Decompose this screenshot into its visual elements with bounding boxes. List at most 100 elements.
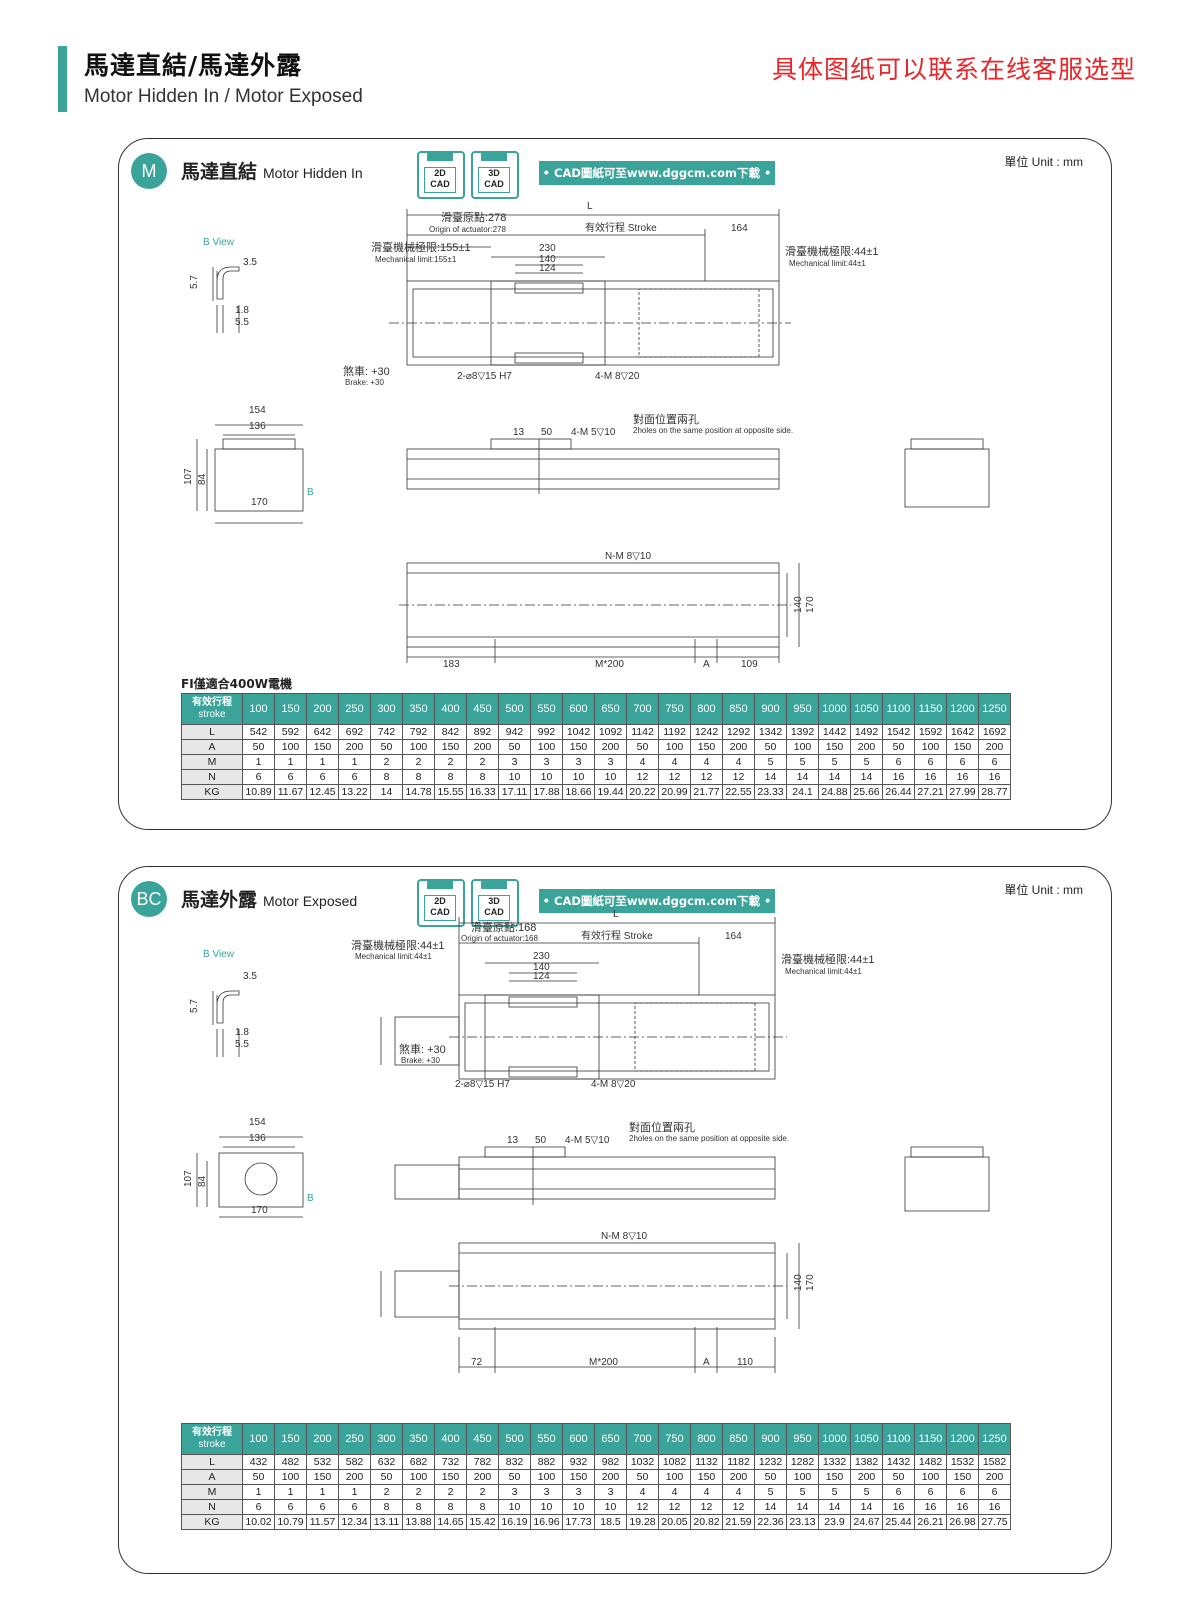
- table-cell: 732: [434, 1454, 467, 1470]
- table-cell: 100: [914, 1469, 947, 1485]
- table-cell: 150: [562, 1469, 595, 1485]
- section-title-en: Motor Exposed: [263, 893, 358, 909]
- table-cell: 16: [882, 1499, 915, 1515]
- svg-text:有效行程 Stroke: 有效行程 Stroke: [585, 221, 657, 234]
- cad-download-link[interactable]: • CAD圖紙可至www.dggcm.com下載 •: [539, 889, 775, 913]
- svg-text:164: 164: [731, 223, 748, 234]
- cad-2d-label: 2D: [434, 168, 446, 178]
- table-header-cell: 250: [338, 693, 371, 725]
- table-cell: 200: [722, 739, 755, 755]
- side-view-body: [458, 1156, 776, 1200]
- table-cell: 832: [498, 1454, 531, 1470]
- svg-text:164: 164: [725, 931, 742, 942]
- table-header-cell: 650: [594, 693, 627, 725]
- table-cell: 1482: [914, 1454, 947, 1470]
- table-header-cell: 800: [690, 693, 723, 725]
- table-cell: 1082: [658, 1454, 691, 1470]
- table-header-cell: 100: [242, 693, 275, 725]
- table-header-cell: 300: [370, 693, 403, 725]
- table-cell: 16: [946, 1499, 979, 1515]
- svg-text:5.7: 5.7: [189, 999, 200, 1013]
- table-cell: 482: [274, 1454, 307, 1470]
- table-cell: 10: [530, 769, 563, 785]
- svg-text:Mechanical limit:44±1: Mechanical limit:44±1: [355, 952, 432, 961]
- table-cell: 1192: [658, 724, 691, 740]
- table-cell: 10.79: [274, 1514, 307, 1530]
- table-cell: 1: [274, 754, 307, 770]
- svg-text:107: 107: [183, 468, 194, 485]
- table-cell: 22.55: [722, 784, 755, 800]
- table-cell: 5: [818, 1484, 851, 1500]
- table-header-cell: 950: [786, 693, 819, 725]
- table-cell: 5: [850, 1484, 883, 1500]
- svg-text:109: 109: [741, 659, 758, 670]
- page-title: 馬達直結/馬達外露: [84, 51, 303, 80]
- svg-text:3.5: 3.5: [243, 257, 257, 268]
- svg-text:L: L: [587, 201, 593, 212]
- table-cell: 50: [498, 739, 531, 755]
- table-cell: 20.99: [658, 784, 691, 800]
- table-cell: 3: [498, 754, 531, 770]
- table-cell: 14: [754, 1499, 787, 1515]
- svg-text:72: 72: [471, 1357, 483, 1368]
- table-cell: 6: [978, 1484, 1011, 1500]
- table-header-cell: 200: [306, 693, 339, 725]
- table-cell: 2: [434, 1484, 467, 1500]
- table-cell: 200: [466, 739, 499, 755]
- svg-text:B: B: [307, 1193, 314, 1204]
- table-header-cell: 700: [626, 693, 659, 725]
- table-cell: 942: [498, 724, 531, 740]
- floppy-icon: [481, 151, 507, 161]
- table-cell: 17.11: [498, 784, 531, 800]
- table-cell: 1: [274, 1484, 307, 1500]
- table-header-cell: 600: [562, 693, 595, 725]
- svg-text:滑臺原點:278: 滑臺原點:278: [441, 210, 506, 224]
- table-cell: 12: [658, 1499, 691, 1515]
- table-cell: 6: [946, 1484, 979, 1500]
- cad-download-link[interactable]: • CAD圖紙可至www.dggcm.com下載 •: [539, 161, 775, 185]
- table-cell: 12: [658, 769, 691, 785]
- table-cell: 1232: [754, 1454, 787, 1470]
- table-cell: 1042: [562, 724, 595, 740]
- table-header-cell: 900: [754, 693, 787, 725]
- table-cell: 100: [274, 739, 307, 755]
- table-cell: 1332: [818, 1454, 851, 1470]
- svg-text:煞車: +30: 煞車: +30: [343, 364, 390, 378]
- contact-notice: 具体图纸可以联系在线客服选型: [771, 55, 1136, 84]
- section-badge: BC: [131, 881, 167, 917]
- svg-text:2-⌀8▽15 H7: 2-⌀8▽15 H7: [457, 371, 512, 382]
- table-cell: 27.99: [946, 784, 979, 800]
- table-cell: 1132: [690, 1454, 723, 1470]
- table-cell: 150: [306, 739, 339, 755]
- row-header-kg: KG: [181, 1514, 243, 1530]
- svg-text:4-M 8▽20: 4-M 8▽20: [591, 1079, 636, 1090]
- table-cell: 5: [786, 754, 819, 770]
- table-cell: 200: [978, 1469, 1011, 1485]
- cad-3d-label: 3D: [488, 168, 500, 178]
- table-header-cell: 1050: [850, 1423, 883, 1455]
- table-cell: 8: [466, 769, 499, 785]
- svg-text:Mechanical limit:155±1: Mechanical limit:155±1: [375, 255, 457, 264]
- table-cell: 5: [786, 1484, 819, 1500]
- table-cell: 23.33: [754, 784, 787, 800]
- table-cell: 10: [594, 1499, 627, 1515]
- table-cell: 13.11: [370, 1514, 403, 1530]
- table-cell: 100: [530, 1469, 563, 1485]
- table-cell: 50: [882, 1469, 915, 1485]
- table-cell: 8: [402, 1499, 435, 1515]
- table-cell: 150: [306, 1469, 339, 1485]
- row-header-m: M: [181, 754, 243, 770]
- table-cell: 892: [466, 724, 499, 740]
- table-header-cell: 1150: [914, 693, 947, 725]
- table-cell: 100: [402, 1469, 435, 1485]
- svg-text:L: L: [613, 909, 619, 920]
- table-cell: 2: [370, 1484, 403, 1500]
- table-cell: 16.19: [498, 1514, 531, 1530]
- cad-2d-sub: CAD: [430, 907, 450, 917]
